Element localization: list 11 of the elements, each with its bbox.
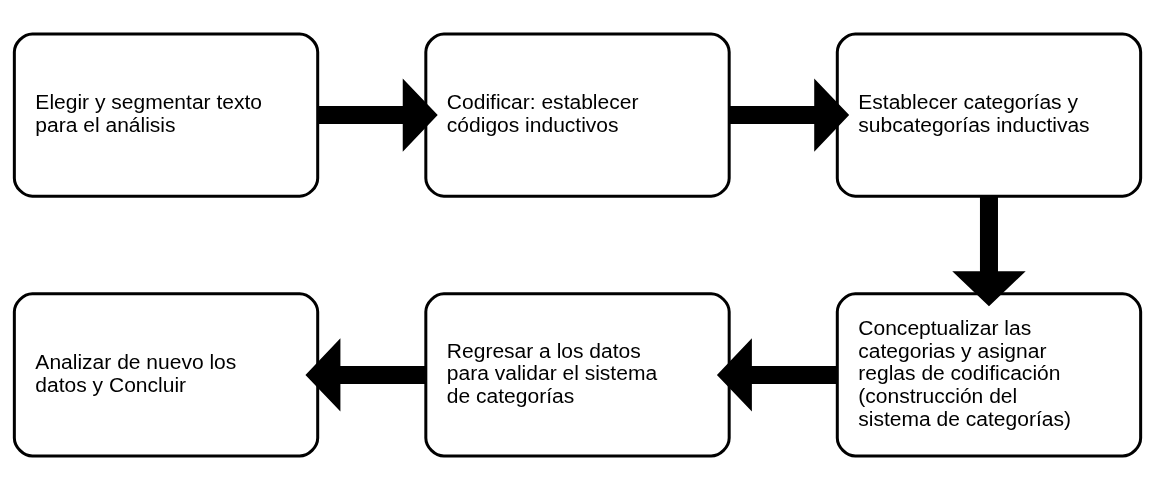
node-box: Analizar de nuevo los datos y Concluir <box>12 292 320 458</box>
arrow <box>317 78 438 152</box>
node-box: Codificar: establecer códigos inductivos <box>424 32 731 198</box>
node-box: Elegir y segmentar texto para el análisis <box>12 32 320 198</box>
arrow <box>729 78 850 152</box>
arrow <box>952 196 1026 307</box>
node-box: Establecer categorías y subcategorías inductivas <box>835 32 1143 198</box>
arrow <box>305 338 426 412</box>
node-box: Conceptualizar las categorias y asignar reglas de codificación (construcción del sistema de categorías) <box>835 292 1143 458</box>
arrow <box>716 338 837 412</box>
node-box: Regresar a los datos para validar el sistema de categorías <box>424 292 731 458</box>
